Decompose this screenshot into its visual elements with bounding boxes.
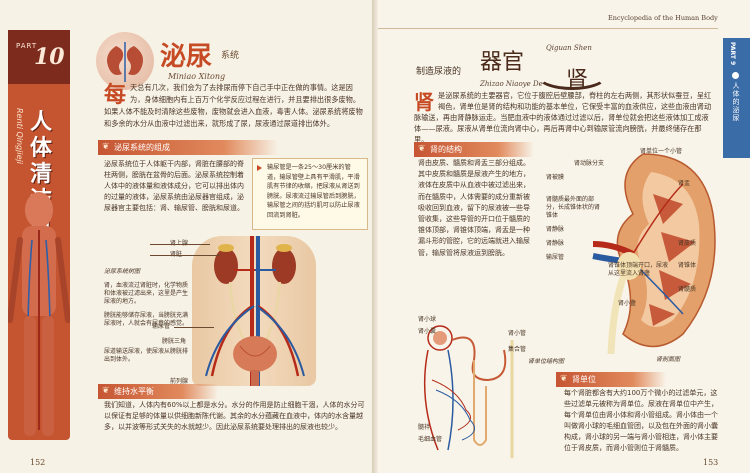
kidney-cross-section-illustration <box>592 153 716 354</box>
callout-kidney-unit: 肾单位一个小管 <box>640 148 683 155</box>
callout-vein: 肾静脉 <box>546 226 565 233</box>
right-dropcap: 肾 <box>414 90 434 114</box>
title-swoosh-decoration <box>536 60 608 90</box>
right-title-block: 制造尿液的 Qiguan Shen 器官 肾 Zhizao Niaoye De <box>416 36 656 94</box>
callout-kidney: 肾脏 <box>170 251 182 259</box>
callout-ureter: 输尿管 <box>152 323 171 330</box>
callout-capillary: 毛细血管 <box>418 436 443 443</box>
book-gutter <box>372 0 378 473</box>
callout-system-label: 泌尿系统树图 <box>104 268 141 275</box>
tab-dot-icon <box>732 72 739 79</box>
section-heading-water-balance: 维持水平衡 <box>98 384 218 399</box>
callout-glomerulus: 肾小球 <box>418 316 437 323</box>
right-head-pinyin-1: Qiguan Shen <box>546 44 592 52</box>
right-intro-paragraph: 肾 是泌尿系统的主要器官，它位于腹腔后壁腰部，脊柱的左右两侧，其形状似蚕豆，呈红… <box>414 90 714 145</box>
left-intro-paragraph: 每 天总有几次，我们会为了去排尿而停下自己手中正在做的事情。这是因为，身体细胞内… <box>104 82 366 130</box>
callout-medulla-note: 肾髓质最外面的部分，长成锥体状的肾锥体 <box>546 196 601 219</box>
right-page: Encyclopedia of the Human Body PART 9 人体… <box>378 0 750 473</box>
callout-line <box>150 255 220 256</box>
callout-renal-pyramid: 肾锥体 <box>678 262 697 269</box>
callout-collecting: 集合管 <box>508 346 527 353</box>
callout-pelvis: 肾盂 <box>678 180 691 187</box>
callout-renal-vessel: 肾静脉 <box>546 240 565 247</box>
callout-adrenal: 肾上腺 <box>170 240 188 248</box>
callout-capsule: 肾被膜 <box>546 174 565 181</box>
tab-section-label: 人体的泌尿 <box>732 82 740 122</box>
part-pinyin: Renti Qingjieji <box>15 108 24 164</box>
callout-nephron-label: 肾单位结构图 <box>528 358 565 365</box>
left-title-block: 泌尿 系统 Miniao Xitong <box>96 32 366 102</box>
callout-section-label: 肾剖面图 <box>656 356 681 363</box>
part-number: 10 <box>34 44 65 70</box>
kidney-structure-text: 肾由皮质、髓质和肾盂三部分组成。其中皮质和髓质是尿液产生的地方，液体在皮质中从血… <box>418 159 530 257</box>
callout-medulla: 肾髓质 <box>678 286 697 293</box>
callout-artery-branch: 肾动脉分支 <box>574 160 605 167</box>
section-heading-kidney-structure: 肾的结构 <box>414 142 534 157</box>
callout-prostate: 前列腺 <box>170 378 189 385</box>
left-page: PART 10 人体清洁机 Renti Qingjieji <box>0 0 374 473</box>
left-intro-text: 天总有几次，我们会为了去排尿而停下自己手中正在做的事情。这是因为，身体细胞内有上… <box>104 83 363 128</box>
part-box: PART 10 <box>8 30 70 84</box>
note-arrow-icon <box>257 165 262 171</box>
section-heading-urinary-composition: 泌尿系统的组成 <box>98 140 278 155</box>
callout-cortex: 肾皮质 <box>678 240 697 247</box>
part-label: PART <box>16 42 38 50</box>
callout-line <box>150 244 210 245</box>
running-head-rule <box>378 28 718 29</box>
ureter-note-box: 输尿管是一条25～30厘米的管道，输尿管壁上具有平滑肌，平滑肌有节律的收缩，把尿… <box>252 158 368 230</box>
page-number-left: 152 <box>30 458 46 467</box>
callout-bowman: 肾小囊 <box>418 328 437 335</box>
callout-trigone: 膀胱三角 <box>162 338 187 345</box>
callout-line <box>174 327 214 328</box>
left-page-pinyin: Miniao Xitong <box>168 72 226 81</box>
right-head-prefix: 制造尿液的 <box>416 67 462 77</box>
right-head-title-2: 肾 <box>566 68 589 93</box>
page-number-right: 153 <box>703 458 719 467</box>
callout-bladder-note: 膀胱能够储存尿液，当膀胱充满尿液时，人就会有尿意的感觉。 <box>104 312 189 327</box>
ureter-note-text: 输尿管是一条25～30厘米的管道，输尿管壁上具有平滑肌，平滑肌有节律的收缩，把尿… <box>267 164 360 219</box>
anatomy-figure-illustration <box>8 192 70 436</box>
left-page-title: 泌尿 <box>160 42 213 72</box>
part-sidebar: PART 10 人体清洁机 Renti Qingjieji <box>8 30 70 440</box>
nephron-text: 每个肾脏都含有大约100万个微小的过滤单元，这些过滤单元被称为肾单位。尿液在肾单… <box>564 389 718 452</box>
callout-tubule: 肾小管 <box>508 330 527 337</box>
part-tab-right: PART 9 人体的泌尿 <box>723 38 750 158</box>
urinary-composition-text: 泌尿系统位于人体躯干内部，肾脏在腰部的脊柱两侧，膀胱在盆骨的后面。泌尿系统控制着… <box>104 160 244 212</box>
left-dropcap: 每 <box>104 82 127 108</box>
running-head: Encyclopedia of the Human Body <box>608 14 718 22</box>
nephron-illustration <box>423 325 514 458</box>
callout-minor-calyx: 肾小盏 <box>618 300 637 307</box>
callout-pyramid-note: 肾锥体顶端开口，尿液从这里流入肾盏 <box>608 262 669 277</box>
left-page-subtitle: 系统 <box>221 51 240 61</box>
kidney-vignette-icon <box>96 32 154 90</box>
right-intro-text: 是泌尿系统的主要器官，它位于腹腔后壁腰部，脊柱的左右两侧，其形状似蚕豆，呈红褐色… <box>414 91 712 144</box>
section-heading-nephron: 肾单位 <box>556 372 666 387</box>
callout-kidney-note: 肾，血液流过肾脏时，化学物质和体液被过滤出来，这里是产生尿液的地方。 <box>104 282 189 305</box>
callout-loop: 髓袢 <box>418 424 431 431</box>
right-head-title: 器官 <box>480 50 525 75</box>
right-head-pinyin-2: Zhizao Niaoye De <box>480 80 543 88</box>
tab-part-label: PART 9 <box>729 42 736 66</box>
callout-urethra-note: 尿道输送尿液，使尿液从膀胱排出到体外。 <box>104 348 189 363</box>
urinary-system-illustration <box>192 236 316 386</box>
callout-ureter-right: 输尿管 <box>546 254 565 261</box>
water-balance-text: 我们知道，人体内有60%以上都是水分。水分的作用是防止细胞干涸，人体的水分可以保… <box>104 401 365 431</box>
